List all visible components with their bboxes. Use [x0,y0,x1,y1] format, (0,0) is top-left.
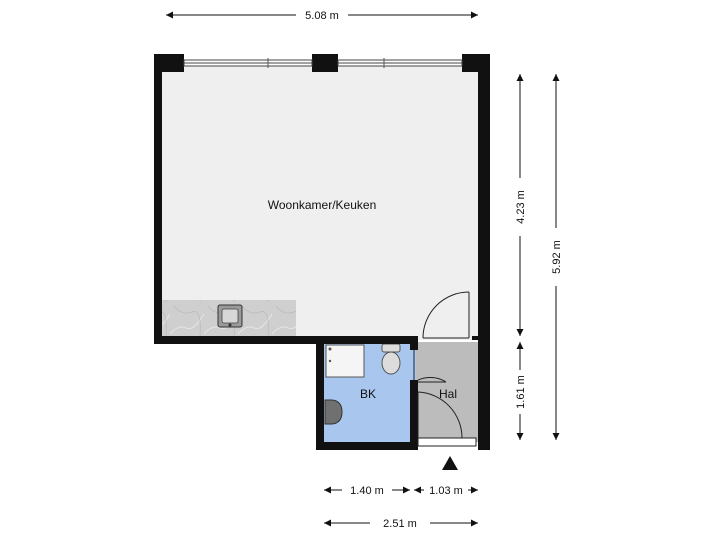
dimension-right-lower: 1.61 m [515,375,527,409]
toilet-icon [381,343,401,375]
dimension-bottom-total: 2.51 m [383,518,417,530]
dimension-right-upper: 4.23 m [515,190,527,224]
room-label-bath: BK [360,387,376,401]
window-frame-ticks [267,58,385,68]
dimension-lines [166,11,560,527]
dimension-bottom-hall: 1.03 m [429,485,463,497]
window [183,59,463,67]
dimension-top-width: 5.08 m [305,10,339,22]
living-room-floor [160,62,484,340]
dimension-right-total: 5.92 m [551,240,563,274]
room-label-hall: Hal [439,387,457,401]
dimension-bottom-bath: 1.40 m [350,485,384,497]
door-bathroom [413,350,447,383]
door-entrance [417,391,477,447]
kitchen-sink-icon [217,304,243,328]
walls [154,54,490,450]
entrance-arrow-icon [442,456,458,470]
shower-tray-icon [325,344,365,378]
room-label-living: Woonkamer/Keuken [268,198,377,212]
washbasin-icon [324,399,343,425]
door-living-room [422,291,470,339]
hall-floor [416,342,478,442]
